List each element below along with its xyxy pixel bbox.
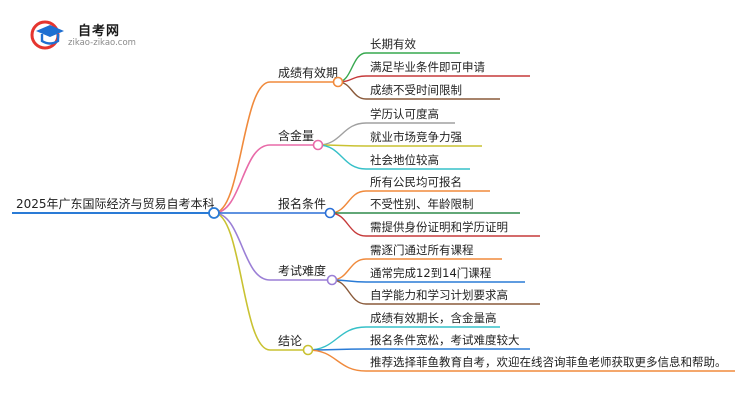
- branch-connector: [213, 212, 271, 351]
- leaf-label[interactable]: 不受性别、年龄限制: [370, 197, 474, 211]
- branch-label[interactable]: 含金量: [278, 128, 314, 143]
- leaf-connector: [331, 279, 367, 305]
- branch-connector: [213, 81, 271, 214]
- branch-connector: [213, 212, 271, 281]
- leaf-connector: [307, 349, 367, 372]
- branch-node[interactable]: [332, 76, 344, 88]
- leaf-label[interactable]: 成绩有效期长，含金量高: [370, 311, 497, 325]
- leaf-label[interactable]: 需逐门通过所有课程: [370, 243, 474, 257]
- leaf-label[interactable]: 就业市场竞争力强: [370, 130, 462, 144]
- leaf-connector: [331, 258, 367, 281]
- leaf-label[interactable]: 长期有效: [370, 37, 416, 51]
- leaf-label[interactable]: 报名条件宽松，考试难度较大: [370, 333, 520, 347]
- leaf-label[interactable]: 需提供身份证明和学历证明: [370, 220, 508, 234]
- branch-label[interactable]: 结论: [278, 334, 302, 348]
- graduation-cap-icon: [30, 20, 64, 50]
- branch-connector: [213, 144, 271, 214]
- branch-node[interactable]: [326, 274, 338, 286]
- leaf-connector: [317, 122, 367, 146]
- branch-node[interactable]: [324, 207, 336, 219]
- logo-subtitle: zikao-zikao.com: [68, 38, 136, 48]
- leaf-label[interactable]: 通常完成12到14门课程: [370, 266, 492, 280]
- leaf-label[interactable]: 所有公民均可报名: [370, 175, 462, 189]
- leaf-connector: [307, 326, 367, 351]
- leaf-connector: [337, 52, 367, 83]
- leaf-label[interactable]: 推荐选择菲鱼教育自考，欢迎在线咨询菲鱼老师获取更多信息和帮助。: [370, 355, 727, 369]
- leaf-label[interactable]: 自学能力和学习计划要求高: [370, 288, 508, 302]
- leaf-label[interactable]: 社会地位较高: [370, 153, 439, 167]
- branch-label[interactable]: 报名条件: [278, 196, 326, 211]
- site-logo[interactable]: 自考网 zikao-zikao.com: [30, 19, 140, 51]
- leaf-connector: [329, 212, 367, 237]
- branch-label[interactable]: 成绩有效期: [278, 65, 338, 80]
- leaf-connector: [317, 144, 367, 170]
- leaf-label[interactable]: 满足毕业条件即可申请: [370, 60, 485, 74]
- logo-title: 自考网: [78, 24, 121, 39]
- branch-label[interactable]: 考试难度: [278, 263, 326, 278]
- root-label[interactable]: 2025年广东国际经济与贸易自考本科: [16, 196, 215, 211]
- root-node[interactable]: [208, 207, 220, 219]
- branch-node[interactable]: [312, 139, 324, 151]
- leaf-connector: [329, 190, 367, 214]
- branch-node[interactable]: [302, 344, 314, 356]
- leaf-label[interactable]: 成绩不受时间限制: [370, 83, 462, 97]
- leaf-label[interactable]: 学历认可度高: [370, 107, 439, 121]
